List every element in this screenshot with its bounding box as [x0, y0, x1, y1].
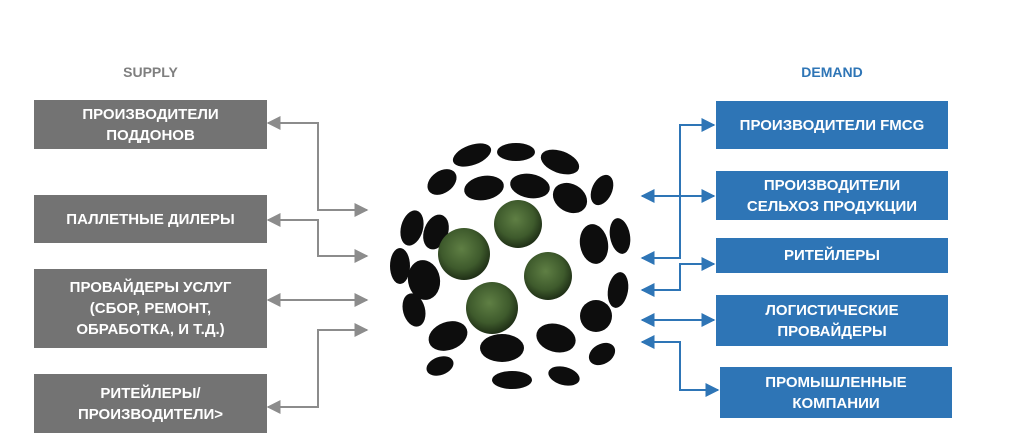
sphere-core-bottom: [466, 282, 518, 334]
demand-box-retailers: РИТЕЙЛЕРЫ: [716, 238, 948, 273]
demand-connector-2: [640, 189, 716, 265]
supply-heading: SUPPLY: [123, 64, 178, 80]
demand-box-fmcg: ПРОИЗВОДИТЕЛИ FMCG: [716, 101, 948, 149]
supply-box-pallet-dealers: ПАЛЛЕТНЫЕ ДИЛЕРЫ: [34, 195, 267, 243]
supply-connector-1: [266, 116, 369, 217]
supply-connector-2: [266, 213, 369, 263]
supply-connector-4: [266, 323, 369, 414]
supply-box-service-providers: ПРОВАЙДЕРЫ УСЛУГ (СБОР, РЕМОНТ, ОБРАБОТК…: [34, 269, 267, 348]
demand-box-agri-producers: ПРОИЗВОДИТЕЛИ СЕЛЬХОЗ ПРОДУКЦИИ: [716, 171, 948, 220]
demand-connector-1: [640, 118, 716, 203]
sphere-core-left: [438, 228, 490, 280]
demand-connector-3: [640, 257, 716, 297]
demand-box-industrial-companies: ПРОМЫШЛЕННЫЕ КОМПАНИИ: [720, 367, 952, 418]
supply-box-retailers-manufacturers: РИТЕЙЛЕРЫ/ ПРОИЗВОДИТЕЛИ>: [34, 374, 267, 433]
network-sphere-graphic: [390, 143, 631, 389]
demand-heading: DEMAND: [801, 64, 863, 80]
demand-connector-5: [640, 335, 720, 397]
sphere-core-right: [524, 252, 572, 300]
sphere-core-top: [494, 200, 542, 248]
supply-box-pallet-manufacturers: ПРОИЗВОДИТЕЛИ ПОДДОНОВ: [34, 100, 267, 149]
demand-box-logistics-providers: ЛОГИСТИЧЕСКИЕ ПРОВАЙДЕРЫ: [716, 295, 948, 346]
